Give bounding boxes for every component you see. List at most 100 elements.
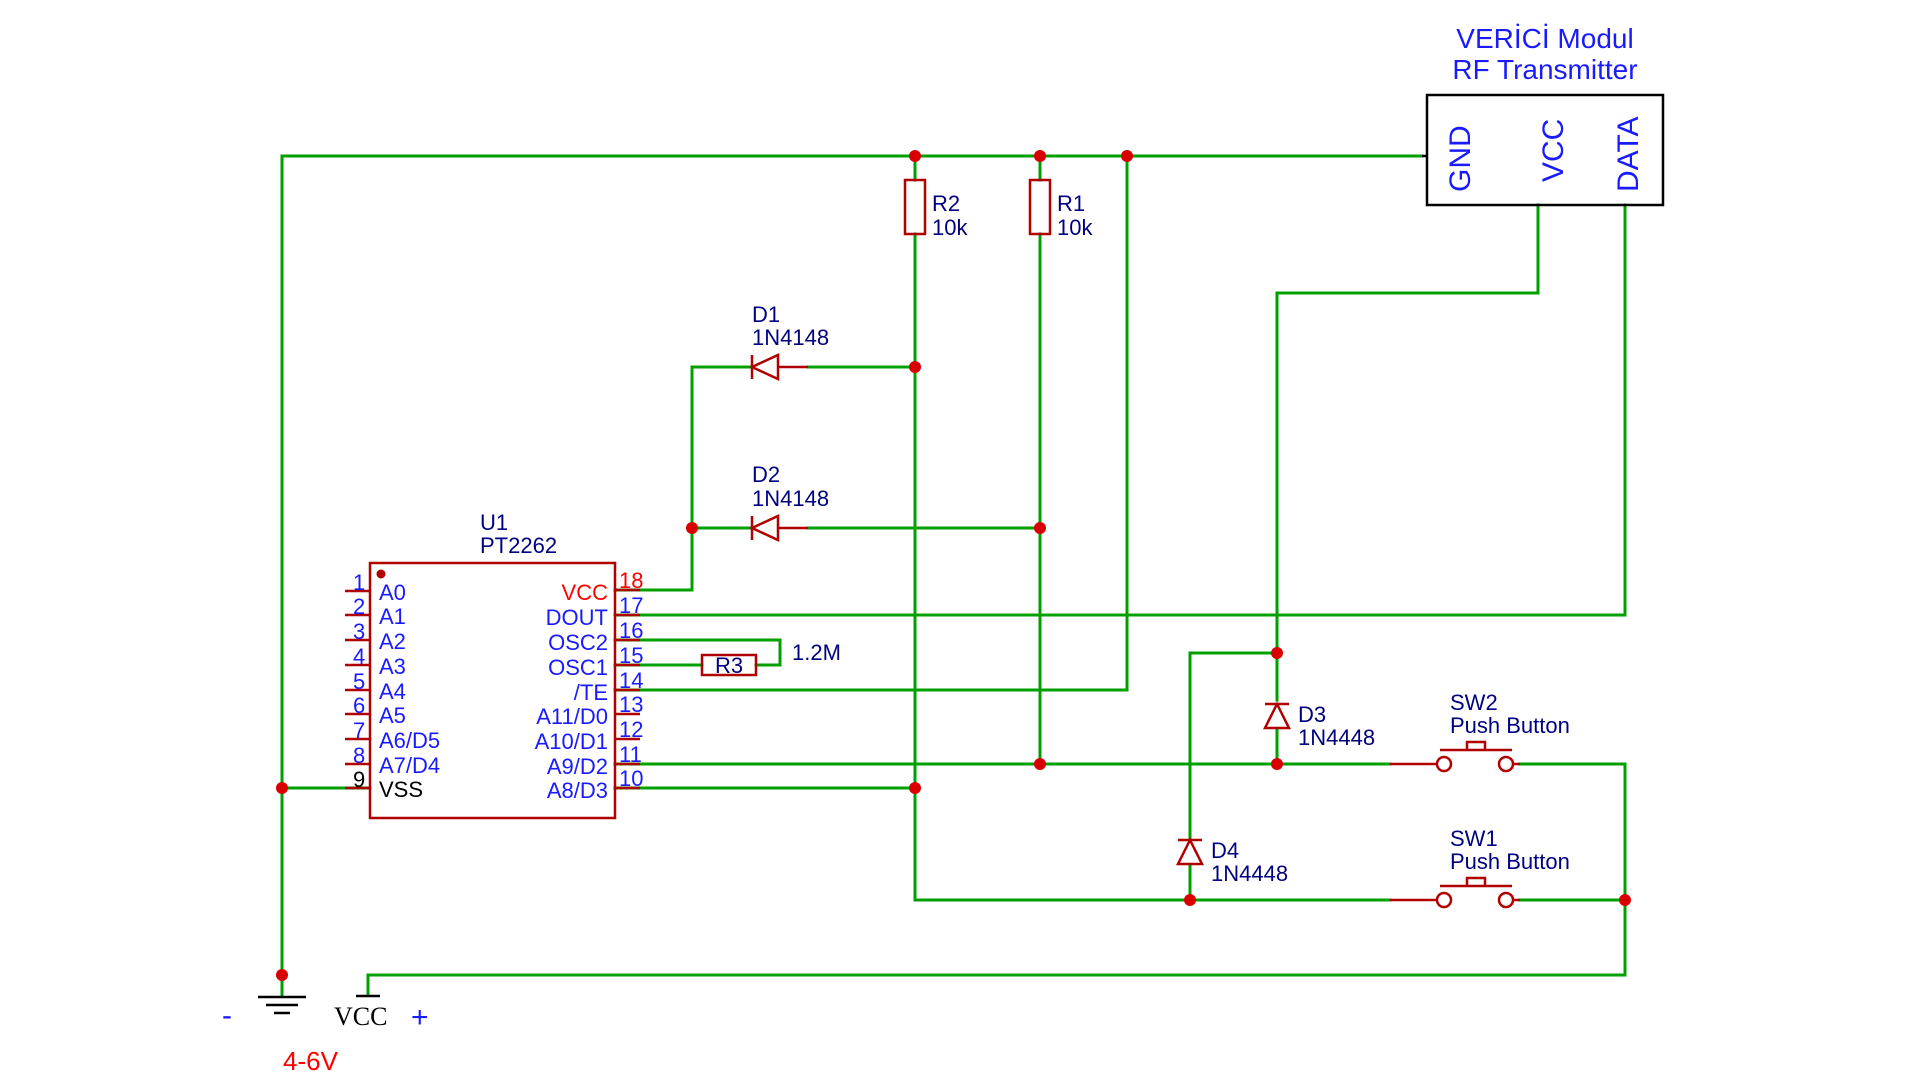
diode-triangle [749,353,780,381]
diode-triangle [1175,837,1205,866]
ic-left-pin: 3 A2 [345,619,406,654]
sw2-value: Push Button [1450,713,1570,738]
push-button-sw2: SW2 Push Button [1390,690,1570,773]
d1-ref: D1 [752,302,780,327]
ic-right-pin: 17 DOUT [546,593,644,630]
ic-right-pin: 16 OSC2 [548,618,643,655]
module-title-line2: RF Transmitter [1452,54,1637,85]
junction-dot [1271,758,1283,770]
ic-ref: U1 [480,510,508,535]
pin-number: 14 [619,668,643,693]
ground-symbol [258,995,306,1015]
junction-dot [686,522,698,534]
module-pin-vcc: VCC [1537,119,1570,182]
ic-right-pin: 18 VCC [562,568,644,605]
sw2-ref: SW2 [1450,690,1498,715]
pin-name: A4 [379,679,406,704]
pin-number: 5 [353,669,365,694]
ic-right-pin: 15 OSC1 [548,643,643,680]
module-title-line1: VERİCİ Modul [1456,23,1633,54]
pin-name: A7/D4 [379,753,440,778]
pin-number: 6 [353,693,365,718]
ic-pin1-marker [376,569,386,579]
minus-sign: - [222,999,232,1032]
ic-left-pin: 5 A4 [345,669,406,704]
pin-number: 10 [619,766,643,791]
switch-plunger [1465,740,1487,750]
junction-dot [1034,150,1046,162]
ic-left-pin: 6 A5 [345,693,406,728]
d3-value: 1N4448 [1298,725,1375,750]
pin-name: DOUT [546,605,608,630]
vcc-symbol: VCC [334,994,387,1031]
diode-triangle [1262,701,1292,730]
pin-name: OSC1 [548,655,608,680]
te-wire [613,154,1129,692]
ic-u1: U1 PT2262 1 A0 2 A1 3 A2 4 A3 5 A4 [345,510,644,820]
pin-name: VSS [379,777,423,802]
pin-name: A0 [379,580,406,605]
rf-transmitter-module: VERİCİ Modul RF Transmitter GND VCC DATA [1422,23,1665,207]
pin-number: 15 [619,643,643,668]
sw1-value: Push Button [1450,849,1570,874]
supply-voltage-label: 4-6V [283,1046,339,1076]
pin-number: 1 [353,570,365,595]
push-button-sw1: SW1 Push Button [1390,826,1570,909]
module-pin-data: DATA [1612,116,1645,192]
module-body [1425,93,1665,207]
junctions [276,150,1631,981]
junction-dot [909,782,921,794]
pin-number: 7 [353,718,365,743]
pin-name: OSC2 [548,630,608,655]
wires [280,154,1627,997]
d2-ref: D2 [752,462,780,487]
junction-dot [1034,522,1046,534]
d2-value: 1N4148 [752,486,829,511]
pin-number: 17 [619,593,643,618]
junction-dot [1034,758,1046,770]
switch-contact [1497,891,1515,909]
pin-name: A9/D2 [547,754,608,779]
ic-left-pin: 4 A3 [345,644,406,679]
pin-name: A1 [379,604,406,629]
ic-right-pin: 11 A9/D2 [547,742,642,779]
pin-number: 12 [619,717,643,742]
pin-name: VCC [562,580,609,605]
junction-dot [1619,894,1631,906]
junction-dot [1121,150,1133,162]
pin-number: 11 [619,742,642,767]
pin-number: 9 [353,767,365,792]
r2-value: 10k [932,215,968,240]
pin-number: 8 [353,743,365,768]
vcc-return-wire [366,762,1627,997]
junction-dot [909,361,921,373]
module-vcc-wire [1275,203,1540,655]
pin-name: A10/D1 [535,729,608,754]
junction-dot [1184,894,1196,906]
switch-contact [1435,891,1453,909]
junction-dot [1271,647,1283,659]
resistor-body [903,178,927,236]
d4-ref: D4 [1211,838,1239,863]
plus-sign: + [411,1001,429,1034]
pin-number: 3 [353,619,365,644]
resistor-body [700,653,758,677]
ic-left-pin: 2 A1 [345,594,406,629]
diode-d2: D2 1N4148 [749,462,829,542]
pin-number: 18 [619,568,643,593]
d4-value: 1N4448 [1211,861,1288,886]
pin-name: A3 [379,654,406,679]
pin-name: A2 [379,629,406,654]
ic-right-pin: 12 A10/D1 [535,717,644,754]
r1-value: 10k [1057,215,1093,240]
sw1-ref: SW1 [1450,826,1498,851]
pin-number: 2 [353,594,365,619]
junction-dot [276,782,288,794]
r1-ref: R1 [1057,191,1085,216]
ic-right-pin: 13 A11/D0 [536,692,643,729]
pin-name: A6/D5 [379,728,440,753]
diode-d3: D3 1N4448 [1262,701,1375,750]
resistor-r1: R1 10k [1028,178,1093,240]
ic-left-pin: 8 A7/D4 [345,743,440,778]
pin-number: 16 [619,618,643,643]
